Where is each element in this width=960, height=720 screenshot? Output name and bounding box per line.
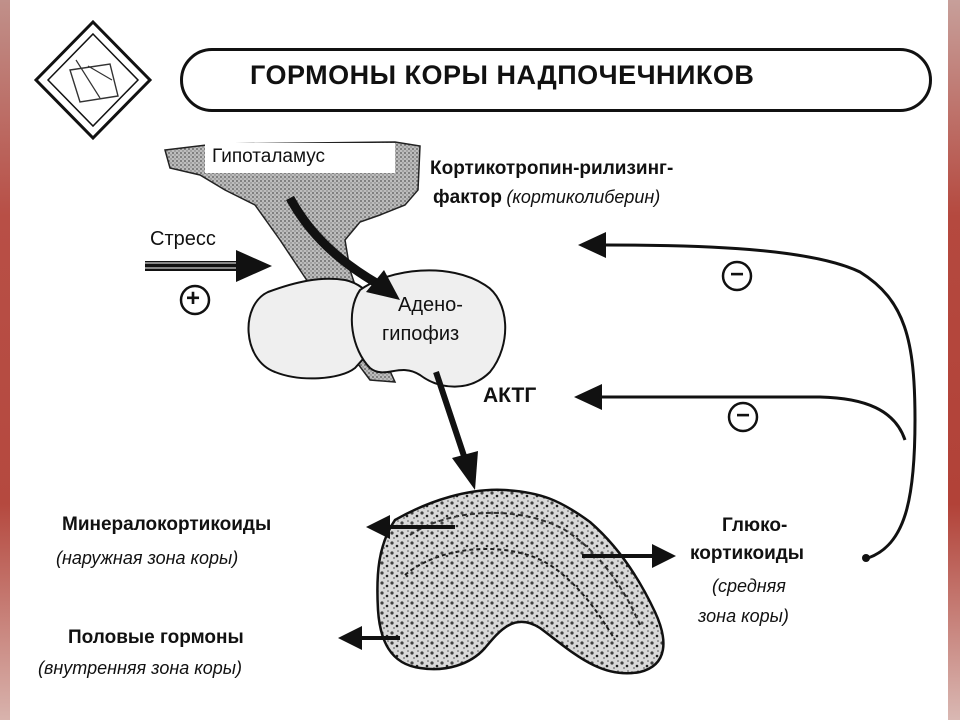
stimulation-sign: + <box>186 285 201 312</box>
gluco-arrowhead <box>652 544 676 568</box>
logo-diamond-icon <box>33 19 153 141</box>
feedback-origin-dot <box>862 554 870 562</box>
sex-hormones-label: Половые гормоны <box>68 627 244 648</box>
inhibition-crf-sign: − <box>730 261 745 288</box>
inhibition-crf-minus-icon <box>721 260 753 292</box>
feedback-actg-line <box>600 395 907 441</box>
inhibition-actg-sign: − <box>736 402 751 429</box>
adeno-label-line1: Адено- <box>398 294 463 316</box>
gluco-label-line2: кортикоиды <box>690 543 805 564</box>
mineralo-label: Минералокортикоиды <box>62 514 272 535</box>
page-title: ГОРМОНЫ КОРЫ НАДПОЧЕЧНИКОВ <box>250 60 755 90</box>
crf-flow-arrow <box>286 195 381 288</box>
hypothalamus-label-bg <box>205 143 395 173</box>
feedback-crf-line <box>604 243 917 560</box>
actg-down-arrowhead <box>452 451 478 490</box>
sex-hormones-arrowhead <box>338 626 362 650</box>
stress-arrow <box>145 250 272 282</box>
adrenal-cortex-outer-line <box>409 511 641 626</box>
actg-label: АКТГ <box>483 384 537 407</box>
hypothalamus-label: Гипоталамус <box>212 146 326 167</box>
mineralo-zone-label: (наружная зона коры) <box>56 548 239 568</box>
mineralo-arrowhead <box>366 515 390 539</box>
adrenal-gland-shape <box>376 488 665 675</box>
left-border <box>0 0 10 720</box>
adenohypophysis-shape <box>350 269 507 388</box>
crf-label-line2: фактор (кортиколиберин) <box>433 187 660 209</box>
gluco-zone-label-line1: (средняя <box>712 576 786 596</box>
gluco-label-line1: Глюко- <box>722 515 788 536</box>
stress-label: Стресс <box>150 228 216 250</box>
right-border <box>948 0 960 720</box>
actg-down-arrow <box>433 371 469 463</box>
feedback-actg-arrowhead <box>574 384 602 410</box>
crf-label-line1: Кортикотропин-рилизинг- <box>430 158 674 179</box>
inhibition-actg-minus-icon <box>727 401 759 433</box>
crf-flow-arrowhead <box>366 270 400 300</box>
feedback-crf-arrowhead <box>578 232 606 258</box>
crf-label-italic: (кортиколиберин) <box>506 187 661 207</box>
sex-zone-label: (внутренняя зона коры) <box>38 658 243 678</box>
gluco-zone-label-line2: зона коры) <box>698 606 789 626</box>
stimulation-plus-icon <box>179 284 211 316</box>
adeno-label-line2: гипофиз <box>382 323 460 345</box>
title-banner <box>180 48 932 112</box>
crf-label-bold: фактор <box>433 187 502 208</box>
pituitary-posterior-shape <box>247 277 384 380</box>
